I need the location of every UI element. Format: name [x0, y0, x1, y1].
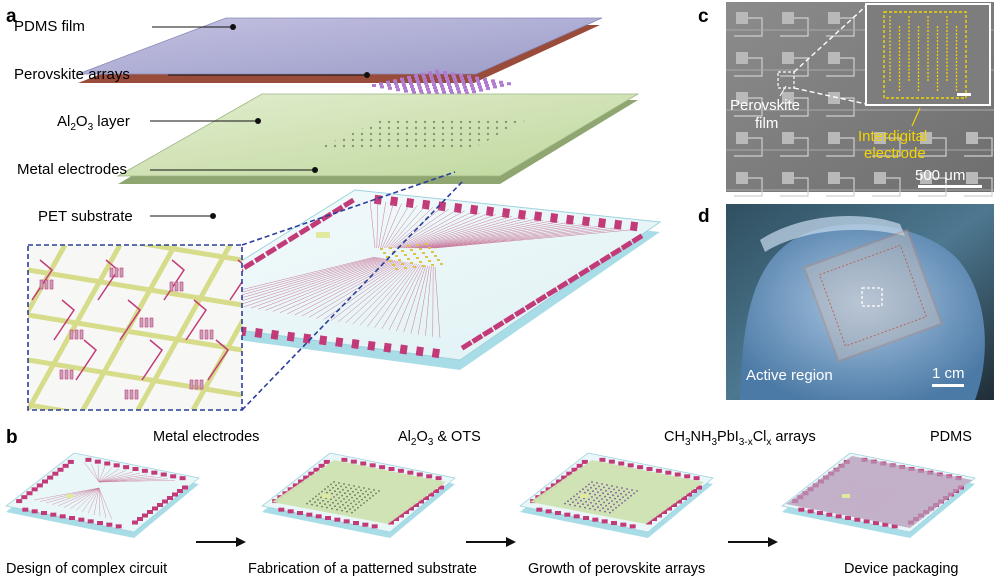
interdigital-electrode-label-2: electrode — [864, 145, 926, 162]
sem-scale-bar — [918, 185, 982, 188]
panel-letter-b: b — [6, 427, 18, 448]
step-3-top-label: CH3NH3PbI3-xClx arrays — [664, 429, 816, 448]
step-1-top-label: Metal electrodes — [153, 429, 259, 445]
al2o3-layer — [116, 93, 640, 184]
electrode-wiring — [199, 199, 631, 339]
step-1-bottom-label: Design of complex circuit — [6, 561, 167, 577]
device-photo: Active region 1 cm — [726, 204, 994, 400]
step-2-bottom-label: Fabrication of a patterned substrate — [248, 561, 477, 577]
photo-scale-bar — [932, 384, 964, 387]
label-al2o3-layer: Al2O3 layer — [57, 113, 130, 133]
zoom-inset — [27, 171, 463, 411]
layer-labels: PDMS film Perovskite arrays Al2O3 layer … — [14, 18, 370, 225]
panel-letter-a: a — [6, 6, 17, 27]
perovskite-film-label: Perovskite — [730, 97, 800, 114]
photo-scale-label: 1 cm — [932, 365, 965, 382]
inset-scale-bar — [957, 93, 971, 96]
step-4-bottom-label: Device packaging — [844, 561, 958, 577]
pdms-film-layer — [77, 17, 603, 83]
label-pet-substrate: PET substrate — [38, 208, 133, 225]
step-device-1 — [5, 452, 200, 538]
step-4-top-label: PDMS — [930, 429, 972, 445]
perovskite-film-label-2: film — [755, 115, 778, 132]
sem-image: Perovskite film Interdigital electrode 5… — [726, 2, 994, 197]
label-perovskite-arrays: Perovskite arrays — [14, 66, 130, 83]
step-2-top-label: Al2O3 & OTS — [398, 429, 481, 448]
panel-letter-d: d — [698, 206, 710, 227]
active-region-label: Active region — [746, 367, 833, 384]
step-arrows — [196, 537, 778, 547]
interdigital-electrode — [883, 11, 967, 99]
step-device-2 — [261, 452, 456, 538]
sem-scale-label: 500 μm — [915, 167, 965, 184]
label-metal-electrodes: Metal electrodes — [17, 161, 127, 178]
label-pdms-film: PDMS film — [14, 18, 85, 35]
step-device-3 — [519, 452, 714, 538]
panel-letter-c: c — [698, 6, 709, 27]
interdigital-electrode-label: Interdigital — [858, 128, 927, 145]
step-device-4 — [781, 452, 976, 538]
step-3-bottom-label: Growth of perovskite arrays — [528, 561, 705, 577]
